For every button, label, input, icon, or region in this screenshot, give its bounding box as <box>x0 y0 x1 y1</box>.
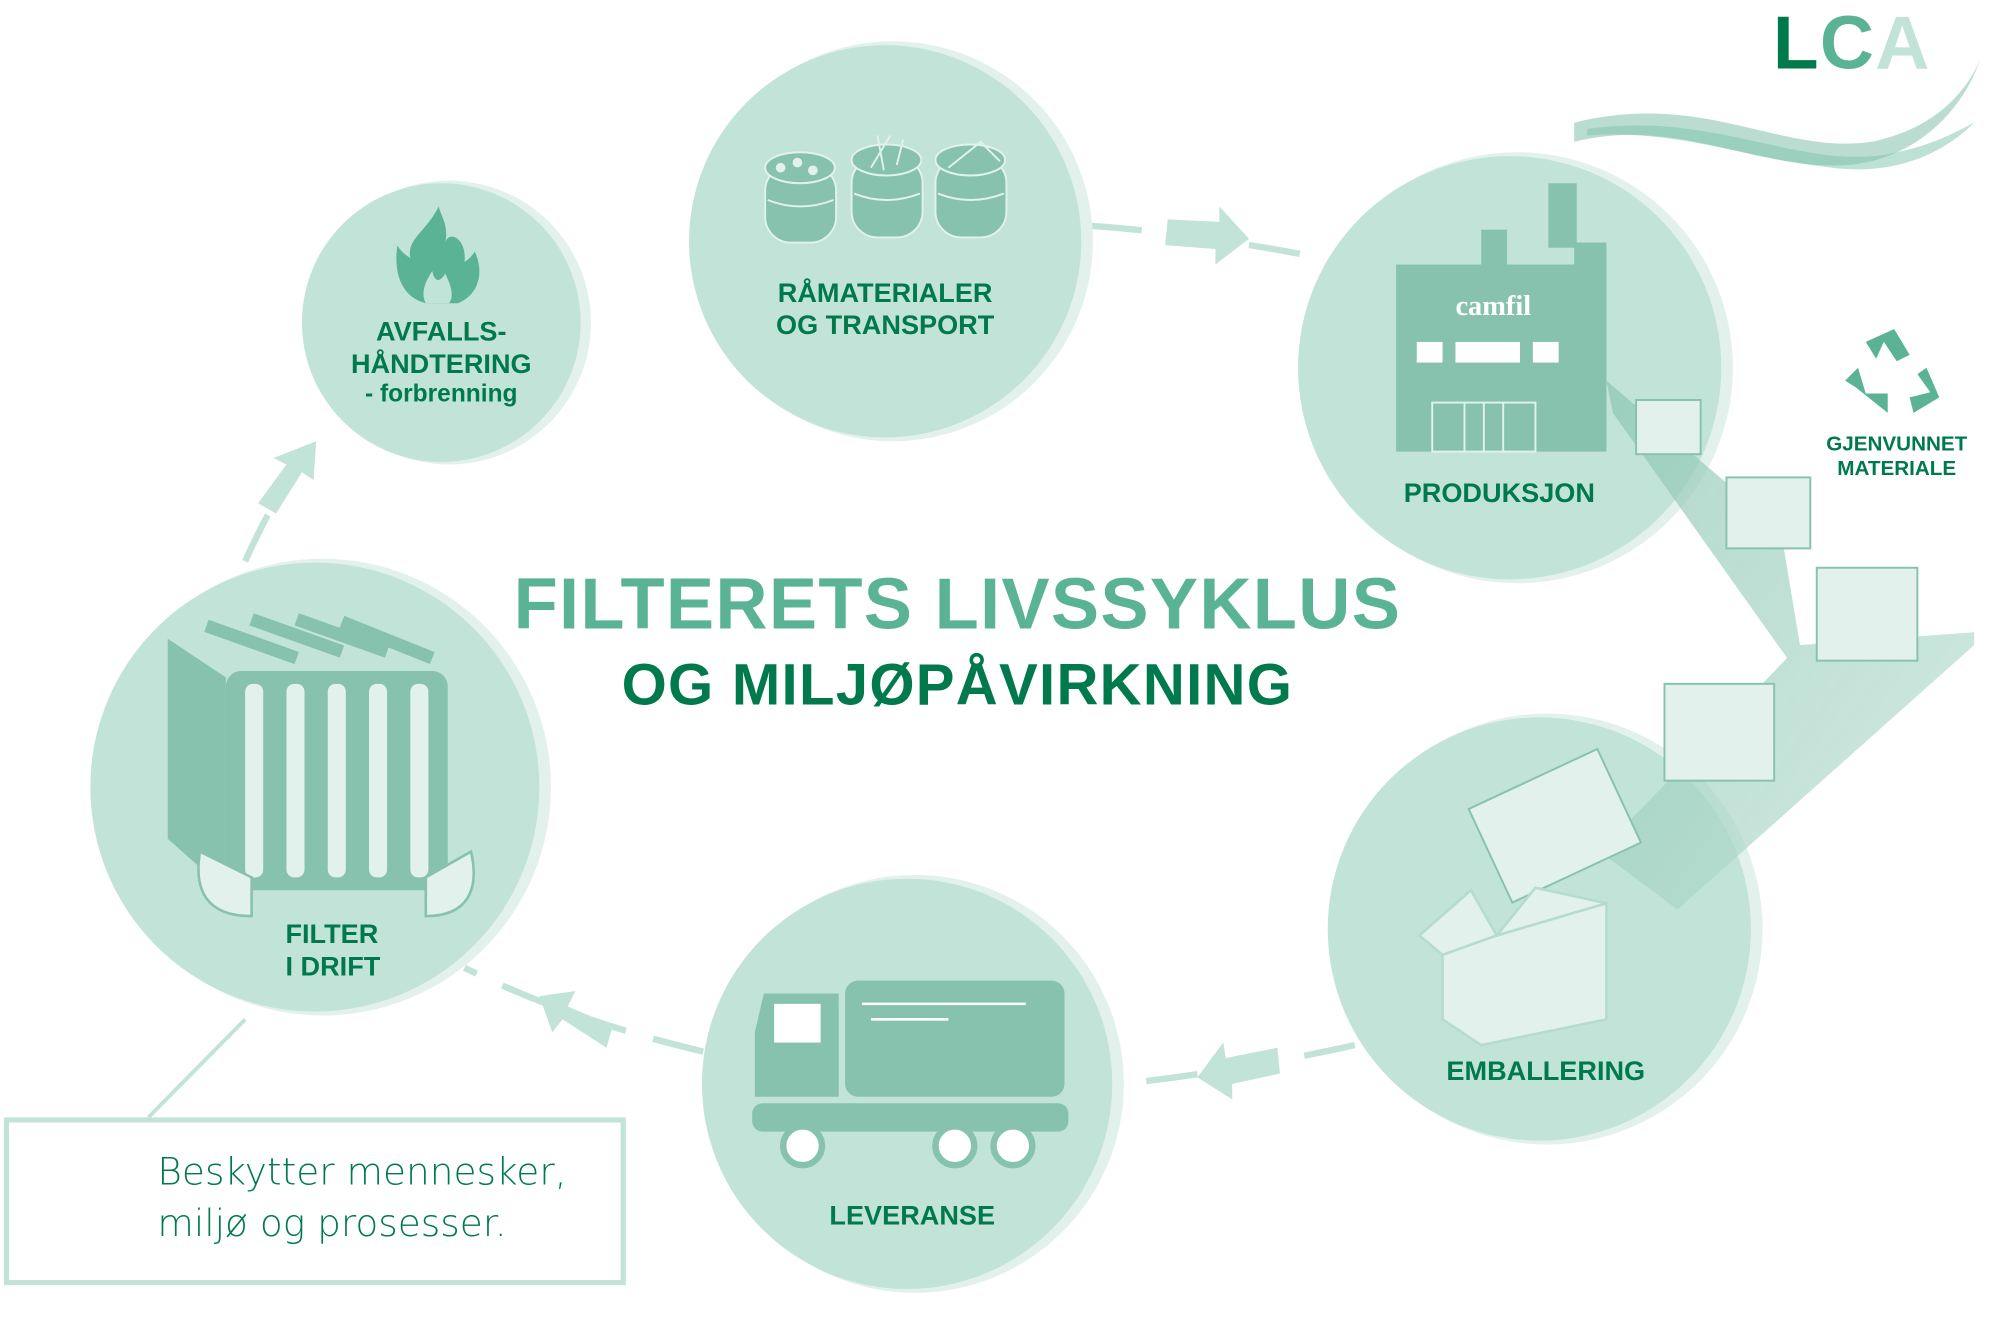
truck-icon <box>752 980 1069 1169</box>
camfil-brand: camfil <box>1455 289 1532 322</box>
label-line: MATERIALE <box>1837 458 1957 481</box>
stage-raw-label: RÅMATERIALER OG TRANSPORT <box>776 277 994 342</box>
arrow-icons <box>258 206 1280 1100</box>
logo-letter: L <box>1772 1 1820 86</box>
callout-text: Beskytter mennesker, miljø og prosesser. <box>157 1146 566 1249</box>
label-line: - forbrenning <box>365 381 518 409</box>
factory-icon <box>1396 183 1607 453</box>
stage-packaging-label: EMBALLERING <box>1446 1056 1646 1087</box>
label-line: RÅMATERIALER <box>777 278 993 309</box>
pocket-filter-icon <box>167 613 475 918</box>
label-line: I DRIFT <box>285 952 381 983</box>
label-line: AVFALLS- <box>376 317 507 348</box>
filter-units <box>1467 399 1919 904</box>
title-line2: OG MILJØPÅVIRKNING <box>621 651 1294 718</box>
stage-delivery-label: LEVERANSE <box>829 1201 996 1231</box>
stage-in-use-label: FILTER I DRIFT <box>285 919 380 984</box>
title-line1: FILTERETS LIVSSYKLUS <box>513 562 1402 644</box>
logo-letter: A <box>1875 1 1931 86</box>
callout-line1: Beskytter mennesker, <box>157 1149 567 1194</box>
logo-letter: C <box>1819 1 1876 86</box>
recycled-material-label: GJENVUNNET MATERIALE <box>1826 432 1967 482</box>
callout-line2: miljø og prosesser. <box>157 1201 507 1246</box>
label-line: OG TRANSPORT <box>776 311 995 341</box>
callout-line <box>147 1017 247 1119</box>
barrels-icon <box>764 134 1008 244</box>
recycle-icon <box>1845 329 1940 413</box>
flame-icon <box>396 206 480 304</box>
stage-waste-label: AVFALLS- HÅNDTERING - forbrenning <box>351 316 532 410</box>
stage-production-label: PRODUKSJON <box>1403 478 1595 509</box>
label-line: FILTER <box>285 919 379 950</box>
wave-decoration <box>1574 58 1981 170</box>
label-line: HÅNDTERING <box>350 349 532 380</box>
label-line: GJENVUNNET <box>1826 433 1968 456</box>
lca-logo: LCA <box>1773 0 1931 86</box>
cardboard-box-icon <box>1417 886 1608 1047</box>
benefit-callout: Beskytter mennesker, miljø og prosesser. <box>3 1117 626 1286</box>
